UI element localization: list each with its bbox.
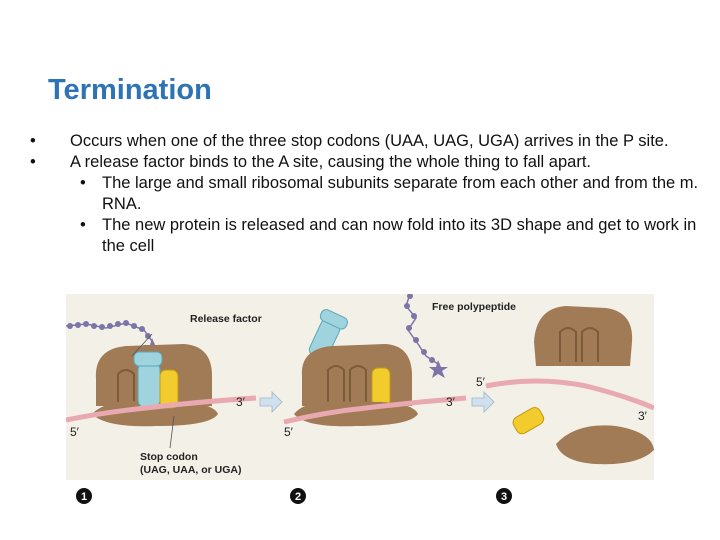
small-ribosomal-subunit: [92, 401, 218, 427]
sub-bullet-item: • The large and small ribosomal subunits…: [30, 173, 710, 215]
bullet-item: • A release factor binds to the A site, …: [30, 152, 710, 173]
panel-3: Free polypeptide 5′ 3′: [404, 294, 654, 465]
termination-diagram: Release factor 3′ 5′ Stop codon (UAG, UA…: [66, 294, 654, 504]
svg-text:3: 3: [501, 491, 507, 503]
small-ribosomal-subunit: [556, 425, 654, 465]
svg-text:1: 1: [81, 491, 87, 503]
free-polypeptide-label: Free polypeptide: [432, 301, 516, 313]
mrna-strand: [283, 395, 467, 425]
five-prime-label: 5′: [70, 425, 80, 439]
three-prime-label: 3′: [638, 409, 648, 423]
bullet-glyph: •: [30, 132, 36, 150]
bullet-text: The large and small ribosomal subunits s…: [102, 174, 699, 213]
free-polypeptide-chain: [404, 294, 448, 378]
trna-shape: [159, 369, 179, 409]
slide-title: Termination: [48, 74, 212, 106]
three-prime-label: 3′: [446, 395, 456, 409]
panel-2: 3′ 5′: [283, 309, 467, 439]
svg-text:2: 2: [295, 491, 301, 503]
trna-shape: [512, 407, 545, 435]
stop-codon-pointer: [169, 415, 175, 449]
mrna-strand: [66, 395, 257, 423]
mrna-strand: [485, 378, 654, 411]
release-factor-pointer: [131, 333, 153, 357]
bullet-text: Occurs when one of the three stop codons…: [70, 132, 669, 150]
stop-codon-list-label: (UAG, UAA, or UGA): [140, 464, 242, 476]
panel-1: Release factor 3′ 5′ Stop codon (UAG, UA…: [66, 313, 262, 476]
release-factor-shape: [133, 351, 163, 409]
arrow-right-icon: [259, 391, 283, 413]
step-1-badge: 1: [76, 488, 92, 504]
stop-codon-label: Stop codon: [140, 451, 198, 463]
large-ribosomal-subunit: [301, 344, 412, 406]
large-ribosomal-subunit: [534, 306, 633, 366]
bullet-text: The new protein is released and can now …: [102, 216, 697, 255]
five-prime-label: 5′: [476, 375, 486, 389]
step-2-badge: 2: [290, 488, 306, 504]
arrow-right-icon: [471, 391, 495, 413]
bullet-glyph: •: [80, 216, 86, 234]
bullet-text: A release factor binds to the A site, ca…: [70, 153, 591, 171]
sub-bullet-item: • The new protein is released and can no…: [30, 215, 710, 257]
bullet-item: • Occurs when one of the three stop codo…: [30, 131, 710, 152]
three-prime-label: 3′: [236, 395, 246, 409]
bullet-glyph: •: [80, 174, 86, 192]
bullet-glyph: •: [30, 153, 36, 171]
bullet-list: • Occurs when one of the three stop codo…: [30, 131, 710, 257]
five-prime-label: 5′: [284, 425, 294, 439]
step-3-badge: 3: [496, 488, 512, 504]
release-factor-label: Release factor: [190, 313, 262, 325]
